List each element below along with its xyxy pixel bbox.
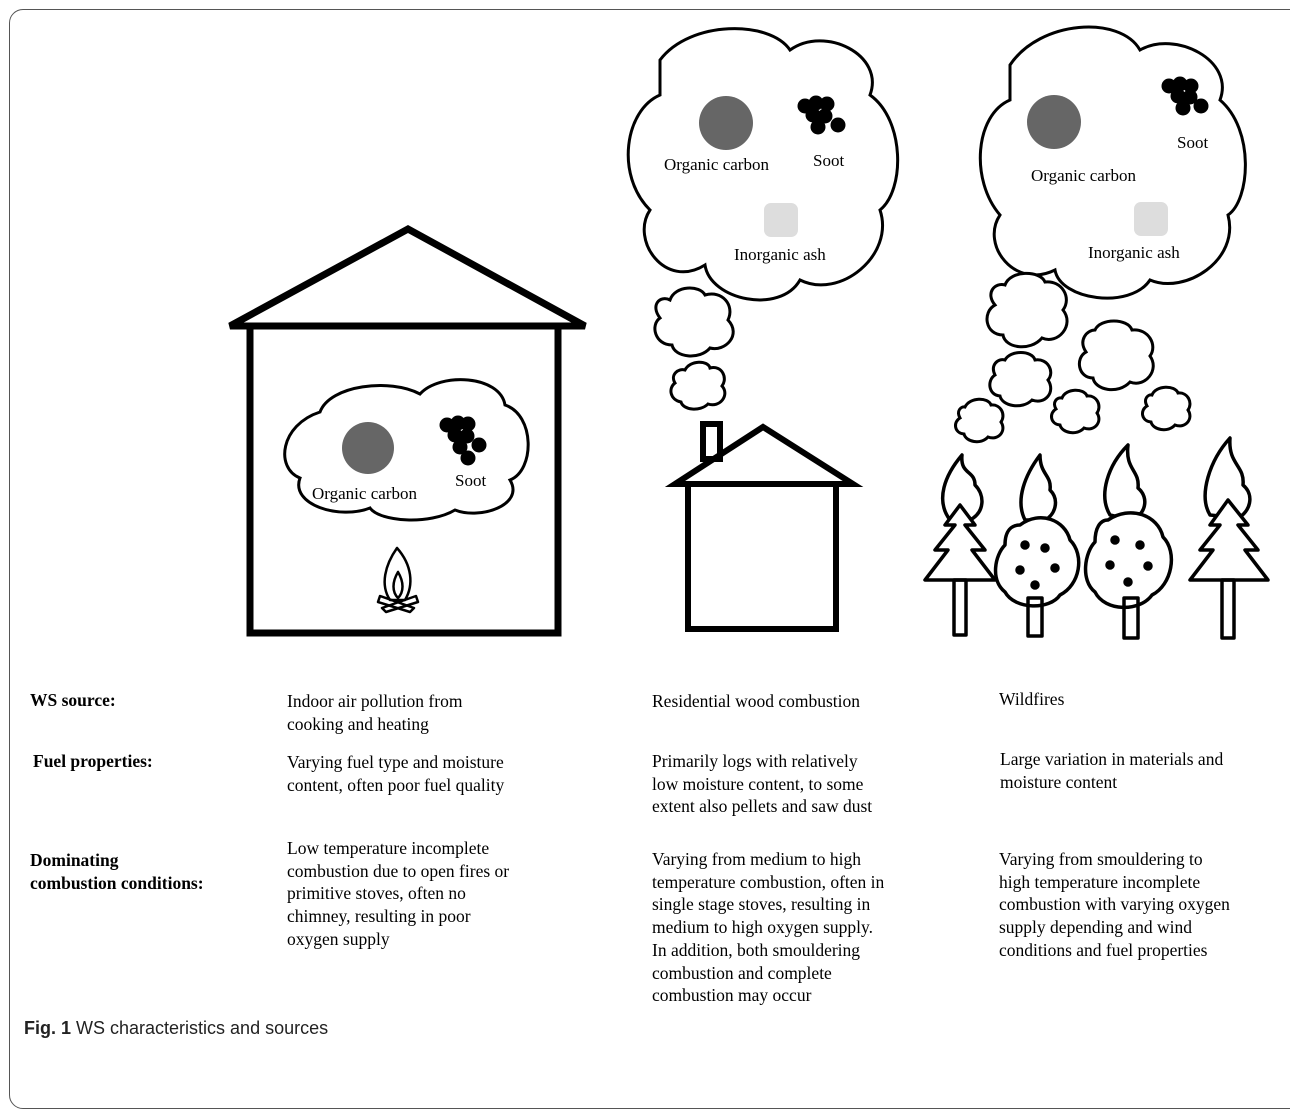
wildfire-organic-carbon-label: Organic carbon: [1031, 166, 1136, 185]
figure-caption: Fig. 1 WS characteristics and sources: [24, 1018, 328, 1039]
residential-house: [664, 421, 864, 632]
figure-number: Fig. 1: [24, 1018, 72, 1038]
burning-pine-tree-left: [923, 453, 997, 637]
header-combustion-conditions: Dominating combustion conditions:: [30, 850, 204, 893]
indoor-smoke-cloud: Organic carbon Soot: [283, 378, 530, 522]
indoor-organic-carbon-label: Organic carbon: [312, 484, 417, 503]
illustration: Organic carbon Soot Organic carbon Soot …: [228, 25, 1270, 640]
burning-round-tree-2: [1083, 443, 1174, 640]
indoor-house-walls: [246, 322, 562, 637]
indoor-soot-label: Soot: [455, 471, 486, 490]
figure-caption-text: WS characteristics and sources: [71, 1018, 329, 1038]
burning-round-tree-1: [993, 453, 1081, 638]
residential-soot-label: Soot: [813, 151, 844, 170]
inorganic-ash-particle: [764, 203, 798, 237]
wildfire-soot-label: Soot: [1177, 133, 1208, 152]
wildfire-smoke-puffs: [954, 271, 1192, 444]
wildfire-source-cell: Wildfires: [999, 689, 1065, 709]
wildfire-inorganic-ash-label: Inorganic ash: [1088, 243, 1180, 262]
residential-cloud: Organic carbon Soot Inorganic ash: [626, 27, 900, 302]
organic-carbon-particle: [342, 422, 394, 474]
soot-particle: [1161, 76, 1209, 116]
wildfire-cloud: Organic carbon Soot Inorganic ash: [978, 25, 1247, 300]
residential-source-cell: Residential wood combustion: [652, 691, 861, 711]
organic-carbon-particle: [1027, 95, 1081, 149]
campfire-icon: [376, 546, 420, 614]
residential-inorganic-ash-label: Inorganic ash: [734, 245, 826, 264]
residential-smoke-puffs: [653, 286, 735, 411]
residential-organic-carbon-label: Organic carbon: [664, 155, 769, 174]
header-ws-source: WS source:: [30, 690, 116, 710]
indoor-house: [228, 225, 587, 637]
residential-house-walls: [685, 481, 839, 632]
burning-pine-tree-right: [1188, 436, 1270, 640]
header-fuel-properties: Fuel properties:: [33, 751, 153, 771]
inorganic-ash-particle: [1134, 202, 1168, 236]
indoor-house-roof: [228, 225, 587, 330]
soot-particle: [439, 415, 487, 466]
soot-particle: [797, 95, 846, 135]
organic-carbon-particle: [699, 96, 753, 150]
